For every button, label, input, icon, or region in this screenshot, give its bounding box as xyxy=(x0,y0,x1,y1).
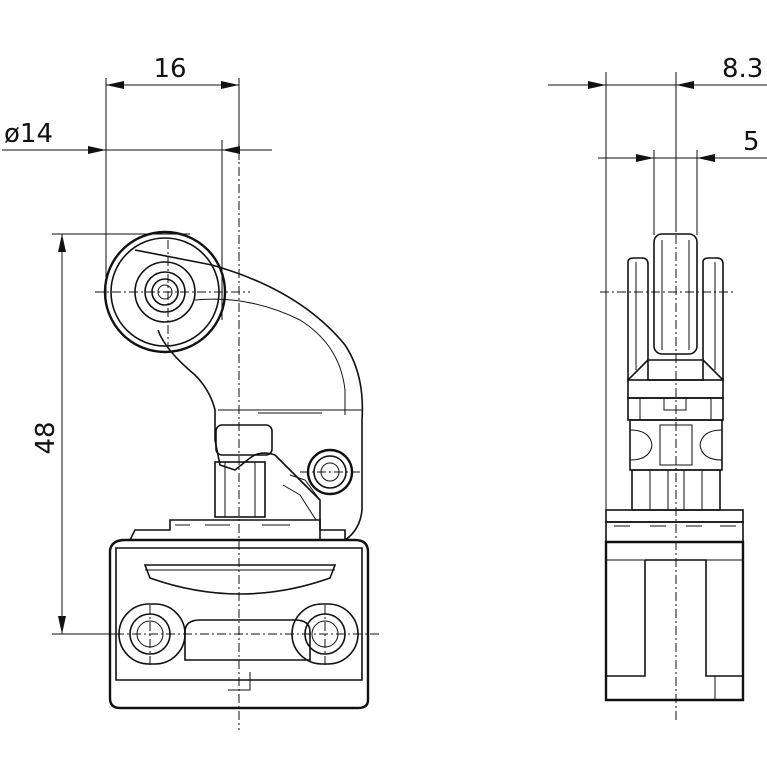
dim-label-48: 48 xyxy=(31,421,61,454)
upper-plate xyxy=(128,519,346,541)
side-housing xyxy=(604,540,745,702)
dim-label-diameter: ø14 xyxy=(4,119,53,149)
side-roller xyxy=(653,233,698,355)
housing xyxy=(108,538,370,710)
mount-hole-left xyxy=(118,603,186,665)
mount-hole-right xyxy=(291,603,359,665)
side-view: 8.3 5 xyxy=(548,54,767,720)
housing-notch xyxy=(228,672,251,691)
side-upper-plate xyxy=(605,509,744,543)
dimension-diameter-14: ø14 xyxy=(2,119,272,320)
dimension-48: 48 xyxy=(31,233,190,635)
roller xyxy=(103,230,227,354)
front-view: 16 ø14 48 xyxy=(2,54,380,730)
side-fork xyxy=(627,257,724,421)
dimension-5: 5 xyxy=(598,127,767,235)
dim-label-8-3: 8.3 xyxy=(722,54,763,84)
plunger xyxy=(214,424,321,521)
housing-slot xyxy=(143,564,337,595)
dim-label-16: 16 xyxy=(153,54,186,84)
dim-label-5: 5 xyxy=(743,127,760,157)
lever-arm xyxy=(134,249,364,541)
pivot-bolt xyxy=(300,448,360,496)
lever-inner-edge xyxy=(194,298,346,415)
dimension-8-3: 8.3 xyxy=(548,54,767,290)
dimension-16: 16 xyxy=(105,54,240,300)
knurl-strip xyxy=(255,409,325,414)
